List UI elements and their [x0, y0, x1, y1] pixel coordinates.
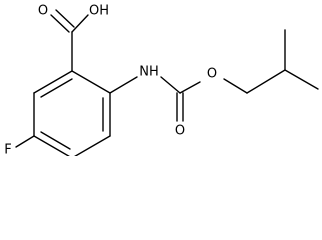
bond-nh-to-carbonyl-carbon	[160, 76, 181, 94]
atom-label-carbonyl-o-acid: O	[38, 4, 48, 19]
benzene-ring	[33, 70, 111, 156]
atom-label-carboxyl-oh: OH	[89, 4, 109, 19]
atom-labels: O OH NH O O F	[4, 4, 217, 157]
bond-carboxyl-c-to-o-double-b	[55, 9, 75, 28]
ring-bond-c3-c4	[74, 135, 111, 156]
bond-carboxyl-c-to-oh	[71, 14, 89, 33]
bond-ring-to-nh	[109, 76, 138, 94]
bond-carboxyl-c-to-o-double-a	[50, 14, 70, 33]
ring-double-bond-c1-c6	[40, 78, 73, 98]
atom-label-amide-nh: NH	[139, 65, 159, 80]
ring-bond-c4-c5	[33, 135, 70, 156]
carbamate-group	[109, 76, 201, 122]
bond-carbonyl-c-to-ester-o	[179, 81, 201, 94]
bond-ch-to-methyl-right	[284, 69, 319, 90]
ring-bond-c1-c2	[71, 70, 111, 94]
isobutyl-chain	[223, 29, 319, 94]
bond-ester-o-to-ch2	[223, 78, 248, 94]
ring-double-bond-c4-c5	[40, 131, 71, 150]
atom-label-ester-o: O	[207, 67, 217, 82]
bond-ch2-to-ch	[246, 69, 286, 94]
ring-bond-c6-c1	[33, 70, 73, 94]
chemical-structure: O OH NH O O F	[4, 4, 319, 157]
atom-label-carbonyl-o-carbamate: O	[175, 124, 185, 139]
carboxylic-acid-group	[50, 9, 89, 72]
bond-ring-to-fluorine	[15, 135, 35, 148]
atom-label-fluorine: F	[4, 143, 11, 157]
